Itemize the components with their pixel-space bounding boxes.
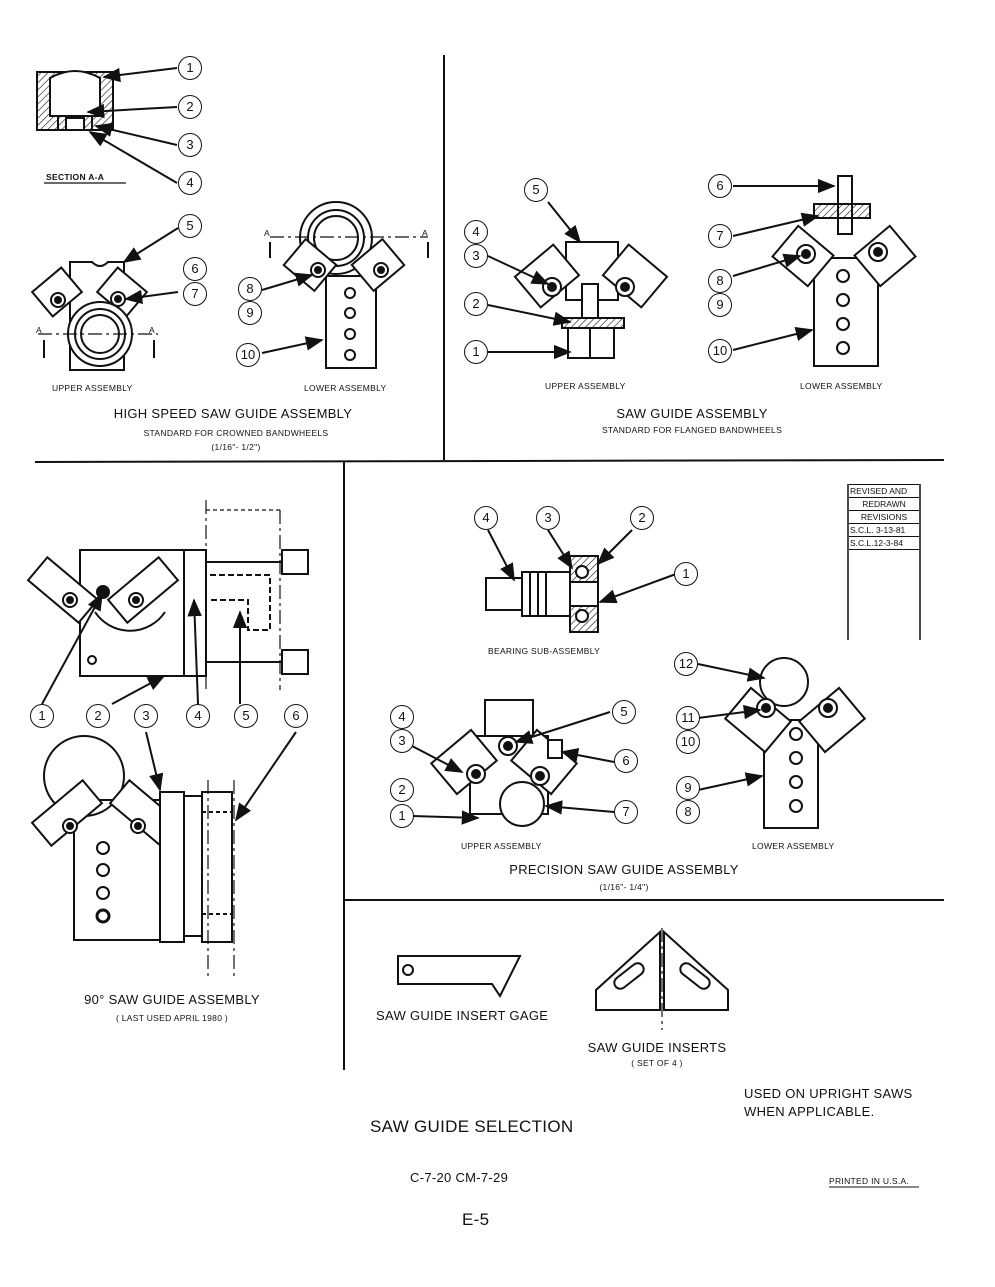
callout-balloon: 2 <box>464 292 488 316</box>
doc-refs: C-7-20 CM-7-29 <box>410 1170 509 1185</box>
inserts-sub: ( SET OF 4 ) <box>631 1058 683 1068</box>
section-mark-right: A <box>149 325 155 335</box>
std-lower-label: LOWER ASSEMBLY <box>800 381 883 391</box>
callout-balloon: 5 <box>524 178 548 202</box>
revisions-header-1: REVISED AND <box>849 484 919 498</box>
std-subtitle: STANDARD FOR FLANGED BANDWHEELS <box>601 425 783 435</box>
callout-balloon: 8 <box>676 800 700 824</box>
saw-guide-inserts-drawing <box>595 928 729 1030</box>
high-speed-upper-assembly-drawing <box>30 261 158 371</box>
inserts-label: SAW GUIDE INSERTS <box>587 1040 727 1055</box>
prec-range: (1/16"- 1/4") <box>599 882 649 892</box>
ninety-upper-drawing <box>26 500 309 690</box>
callout-balloon: 2 <box>178 95 202 119</box>
callout-balloon: 9 <box>708 293 732 317</box>
hs-title: HIGH SPEED SAW GUIDE ASSEMBLY <box>113 406 353 421</box>
callout-balloon: 6 <box>708 174 732 198</box>
precision-leaders <box>411 663 766 825</box>
callout-balloon: 8 <box>238 277 262 301</box>
callout-balloon: 9 <box>238 301 262 325</box>
callout-balloon: 3 <box>178 133 202 157</box>
callout-balloon: 10 <box>676 730 700 754</box>
figure-title: SAW GUIDE SELECTION <box>370 1117 574 1136</box>
panel-dividers <box>34 55 945 1070</box>
ninety-subtitle: ( LAST USED APRIL 1980 ) <box>115 1013 229 1023</box>
section-label: SECTION A-A <box>46 172 105 182</box>
callout-balloon: 3 <box>134 704 158 728</box>
printed-note: PRINTED IN U.S.A. <box>829 1176 910 1186</box>
prec-upper-label: UPPER ASSEMBLY <box>461 841 542 851</box>
callout-balloon: 4 <box>474 506 498 530</box>
callout-balloon: 3 <box>536 506 560 530</box>
revisions-title: REVISIONS <box>849 511 919 524</box>
standard-upper-assembly-drawing <box>513 241 669 359</box>
callout-balloon: 1 <box>390 804 414 828</box>
standard-leaders <box>487 178 836 360</box>
callout-balloon: 3 <box>464 244 488 268</box>
callout-balloon: 2 <box>390 778 414 802</box>
callout-balloon: 7 <box>183 282 207 306</box>
callout-balloon: 9 <box>676 776 700 800</box>
callout-balloon: 2 <box>86 704 110 728</box>
callout-balloon: 4 <box>178 171 202 195</box>
callout-balloon: 4 <box>186 704 210 728</box>
callout-balloon: 7 <box>614 800 638 824</box>
callout-balloon: 3 <box>390 729 414 753</box>
section-mark-lower-left: A <box>264 228 270 238</box>
callout-balloon: 5 <box>178 214 202 238</box>
section-a-a-leaders <box>86 67 178 184</box>
callout-balloon: 6 <box>183 257 207 281</box>
page-number: E-5 <box>462 1210 490 1229</box>
section-mark-lower-right: A <box>422 228 428 238</box>
revisions-box-lines <box>847 484 921 640</box>
hs-lower-label: LOWER ASSEMBLY <box>304 383 387 393</box>
std-title: SAW GUIDE ASSEMBLY <box>616 406 768 421</box>
callout-balloon: 2 <box>630 506 654 530</box>
ninety-leaders <box>41 592 297 822</box>
prec-title: PRECISION SAW GUIDE ASSEMBLY <box>509 862 739 877</box>
gage-label: SAW GUIDE INSERT GAGE <box>376 1008 549 1023</box>
callout-balloon: 1 <box>464 340 488 364</box>
hs-range: (1/16"- 1/2") <box>211 442 261 452</box>
callout-balloon: 6 <box>284 704 308 728</box>
callout-balloon: 4 <box>390 705 414 729</box>
section-a-a-drawing <box>36 70 114 131</box>
callout-balloon: 7 <box>708 224 732 248</box>
precision-upper-drawing <box>429 699 579 827</box>
callout-balloon: 11 <box>676 706 700 730</box>
upright-note-2: WHEN APPLICABLE. <box>744 1104 875 1119</box>
std-upper-label: UPPER ASSEMBLY <box>545 381 626 391</box>
upright-note-1: USED ON UPRIGHT SAWS <box>744 1086 913 1101</box>
precision-lower-drawing <box>723 657 867 829</box>
revisions-row: S.C.L.12-3-84 <box>849 537 919 550</box>
hs-subtitle: STANDARD FOR CROWNED BANDWHEELS <box>143 428 329 438</box>
revisions-row: S.C.L. 3-13-81 <box>849 524 919 537</box>
callout-balloon: 12 <box>674 652 698 676</box>
callout-balloon: 6 <box>614 749 638 773</box>
saw-guide-insert-gage-drawing <box>397 955 522 998</box>
hs-upper-label: UPPER ASSEMBLY <box>52 383 133 393</box>
callout-balloon: 5 <box>612 700 636 724</box>
ninety-title: 90° SAW GUIDE ASSEMBLY <box>84 992 260 1007</box>
high-speed-leaders <box>122 227 324 354</box>
callout-balloon: 1 <box>178 56 202 80</box>
callout-balloon: 10 <box>708 339 732 363</box>
bearing-sub-assembly-drawing <box>485 555 599 633</box>
ninety-lower-drawing <box>30 735 235 980</box>
revisions-header-2: REDRAWN <box>849 498 919 511</box>
callout-balloon: 8 <box>708 269 732 293</box>
callout-balloon: 10 <box>236 343 260 367</box>
callout-balloon: 4 <box>464 220 488 244</box>
bearing-label: BEARING SUB-ASSEMBLY <box>488 646 601 656</box>
high-speed-lower-assembly-drawing <box>269 201 429 369</box>
bearing-leaders <box>487 529 677 604</box>
callout-balloon: 1 <box>30 704 54 728</box>
callout-balloon: 1 <box>674 562 698 586</box>
revisions-box: REVISED AND REDRAWN REVISIONS S.C.L. 3-1… <box>849 484 919 550</box>
standard-lower-assembly-drawing <box>771 175 917 367</box>
callout-balloon: 5 <box>234 704 258 728</box>
prec-lower-label: LOWER ASSEMBLY <box>752 841 835 851</box>
section-mark-left: A <box>36 325 42 335</box>
